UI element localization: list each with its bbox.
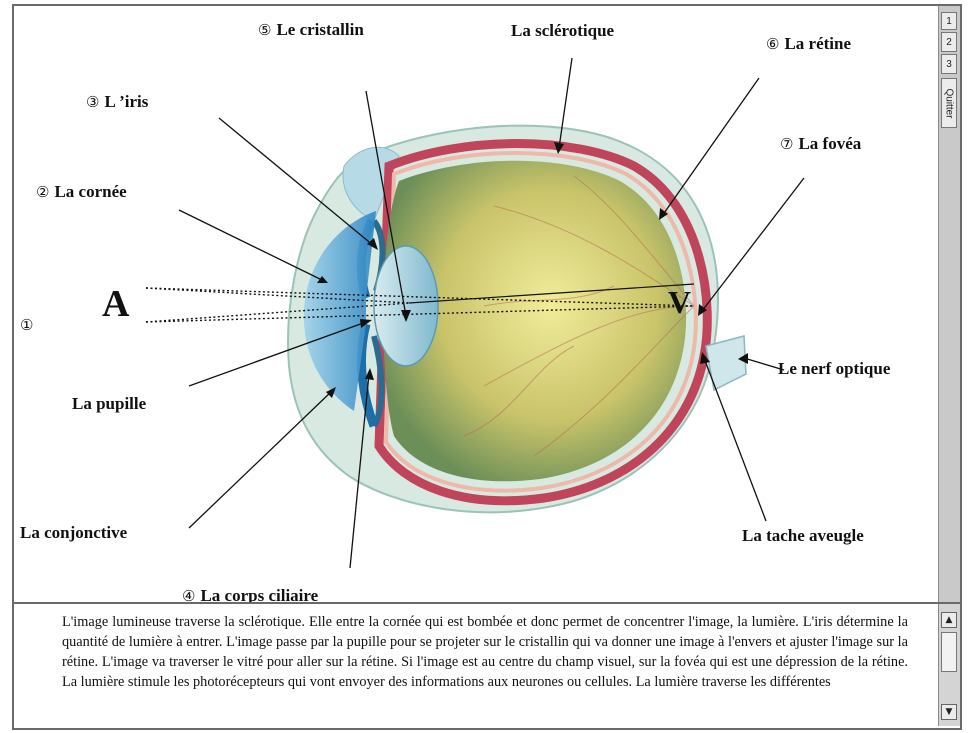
- vertical-scrollbar[interactable]: ▲ ▼: [938, 604, 960, 726]
- label-conjunctiva: La conjonctive: [20, 523, 127, 543]
- point-v-label: V: [668, 282, 691, 322]
- scroll-down-arrow-icon[interactable]: ▼: [941, 704, 957, 720]
- label-retina: ⑥La rétine: [766, 34, 851, 55]
- scrollbar-thumb[interactable]: [941, 632, 957, 672]
- scroll-up-arrow-icon[interactable]: ▲: [941, 612, 957, 628]
- side-tab-bar: 1 2 3 Quitter: [938, 6, 960, 602]
- description-text: L'image lumineuse traverse la sclérotiqu…: [62, 612, 908, 692]
- description-panel: L'image lumineuse traverse la sclérotiqu…: [14, 602, 960, 728]
- tab-page-3[interactable]: 3: [941, 54, 957, 74]
- label-ciliary-body: ④La corps ciliaire: [182, 586, 318, 602]
- optic-nerve-shape: [706, 336, 746, 390]
- point-a-label: A: [102, 284, 129, 324]
- tab-page-2[interactable]: 2: [941, 32, 957, 52]
- label-cornea: ②La cornée: [36, 182, 127, 203]
- app-window: ⑤Le cristallin La sclérotique ⑥La rétine…: [12, 4, 962, 730]
- label-blind-spot: La tache aveugle: [742, 526, 864, 546]
- label-iris: ③L ’iris: [86, 92, 148, 113]
- label-lens: ⑤Le cristallin: [258, 20, 364, 41]
- quit-button[interactable]: Quitter: [941, 78, 957, 128]
- tab-page-1[interactable]: 1: [941, 12, 957, 30]
- label-pupil: La pupille: [72, 394, 146, 414]
- label-marker-one: ①: [20, 316, 33, 336]
- eye-illustration: [14, 6, 938, 602]
- label-sclera: La sclérotique: [511, 21, 614, 41]
- label-optic-nerve: Le nerf optique: [778, 359, 890, 379]
- eye-diagram: ⑤Le cristallin La sclérotique ⑥La rétine…: [14, 6, 938, 602]
- label-fovea: ⑦La fovéa: [780, 134, 861, 155]
- lens-shape: [374, 246, 438, 366]
